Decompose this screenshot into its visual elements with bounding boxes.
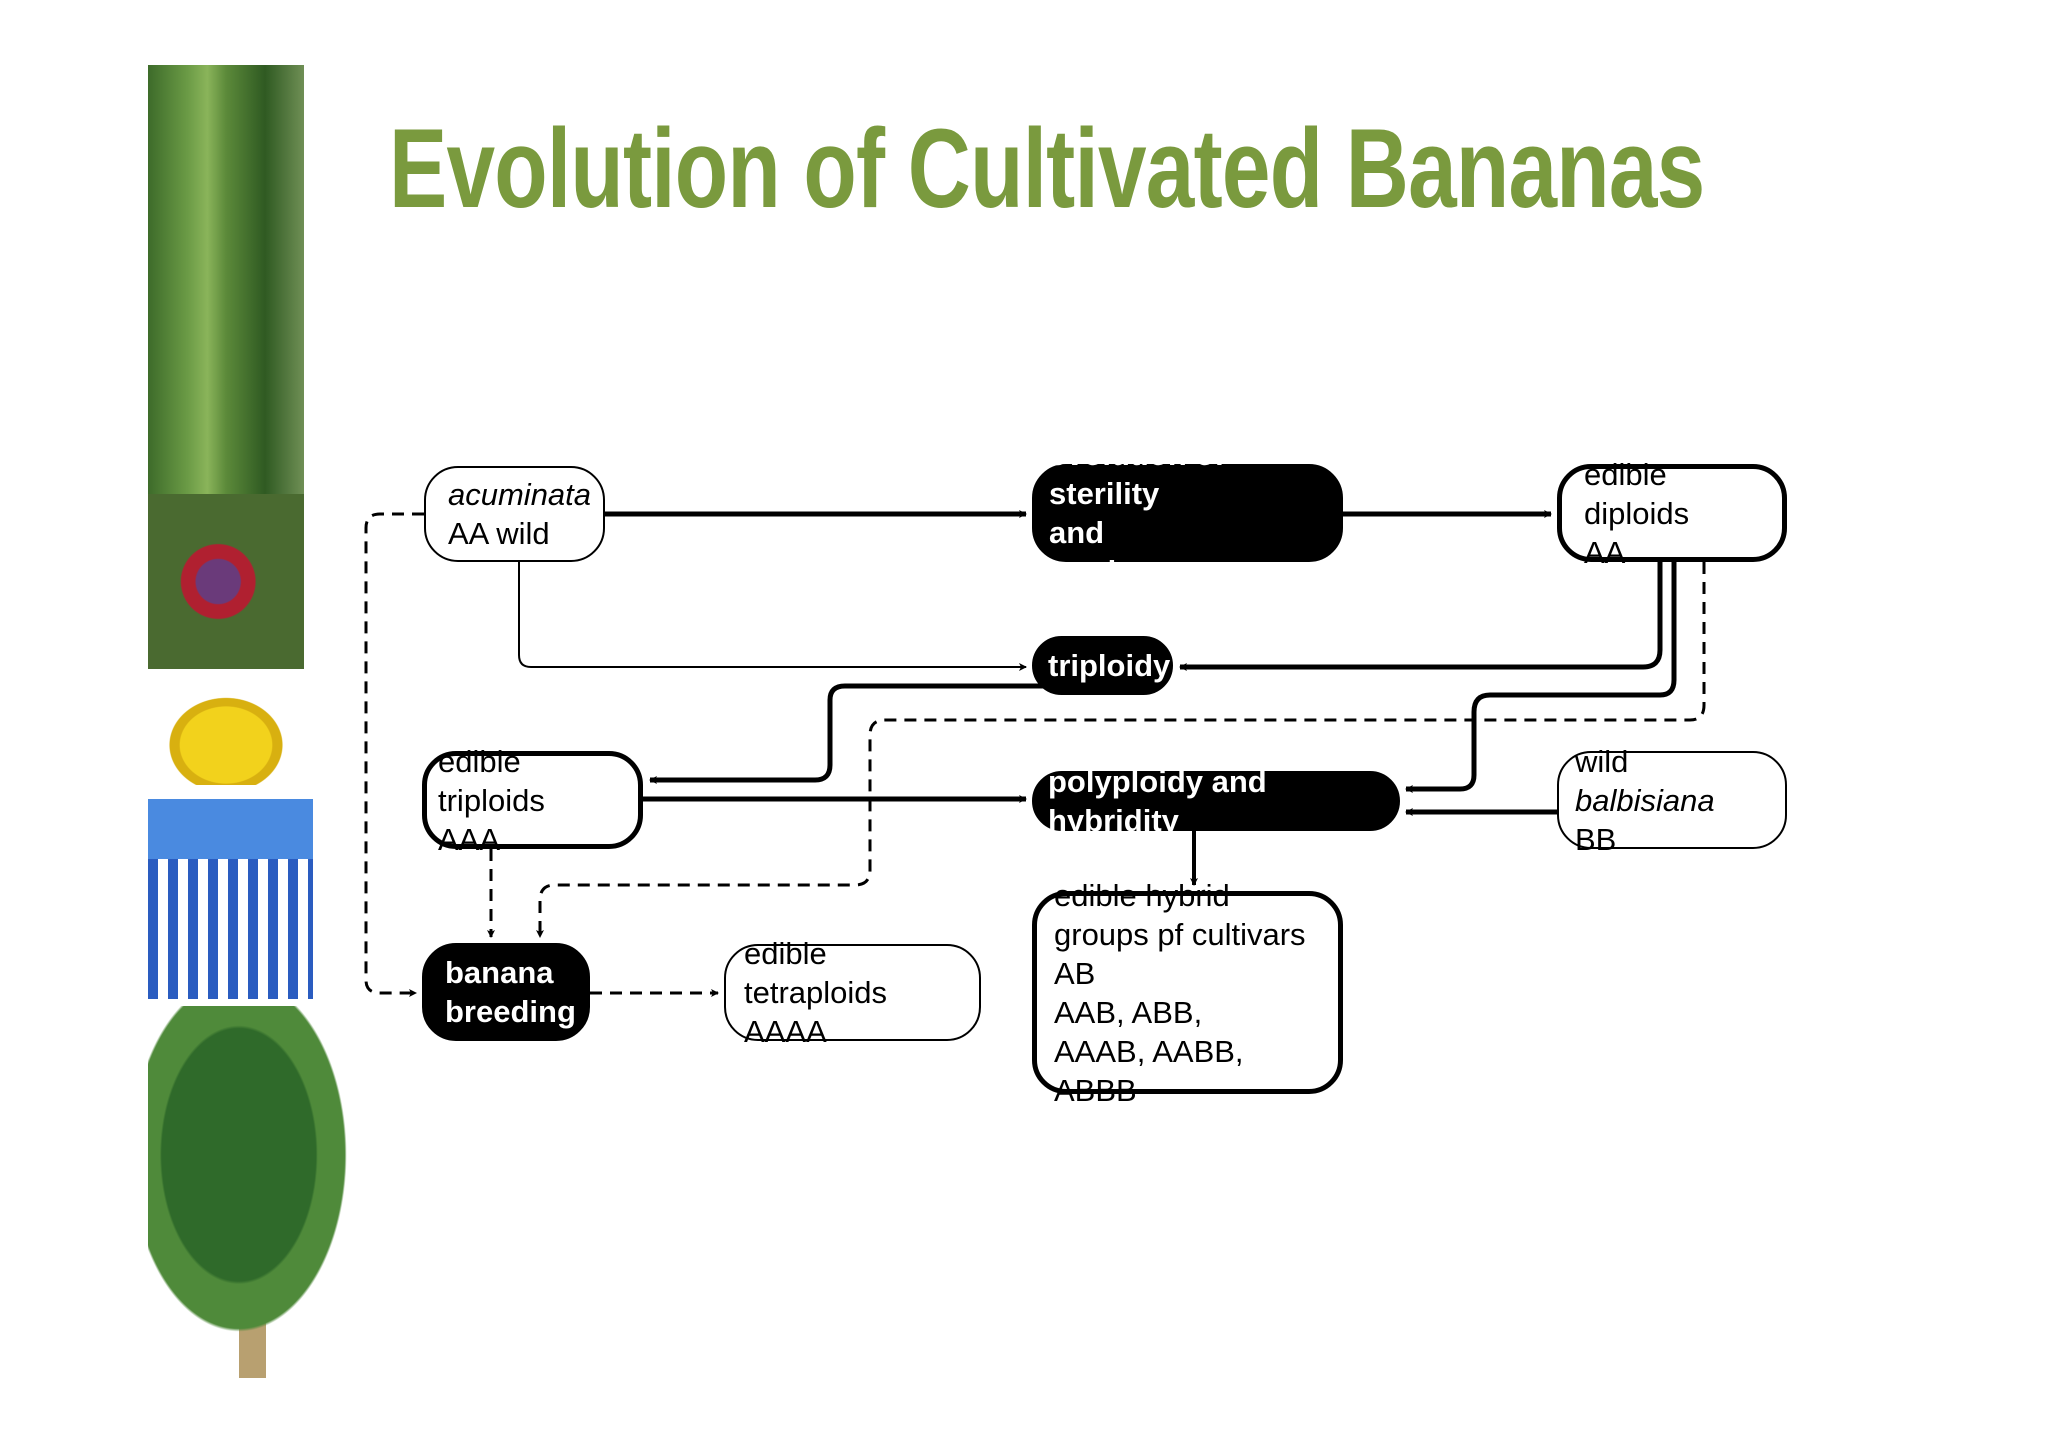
node-balbisiana-genome: BB <box>1575 821 1617 857</box>
node-hybrid-line: AB <box>1054 955 1096 991</box>
page-title: Evolution of Cultivated Bananas <box>389 106 1705 231</box>
node-balbisiana-species: balbisiana <box>1575 782 1715 818</box>
node-evolution-line1: evolution of sterility <box>1049 437 1225 511</box>
banana-tree-image <box>148 1006 375 1378</box>
node-edible-tetraploids: edible tetraploids AAAA <box>724 936 981 1049</box>
node-evolution-sterility: evolution of sterility and parthenocarpy <box>1032 437 1343 589</box>
edge-triploidy-triploids <box>649 683 1045 784</box>
edge-acuminata-breeding-dashed <box>364 512 424 997</box>
banana-plant-with-bunch-image <box>148 65 304 494</box>
node-hybrid-line: AAB, ABB, <box>1054 994 1203 1030</box>
node-tetraploids-line2: AAAA <box>744 1014 827 1049</box>
node-tetraploids-line1: edible tetraploids <box>744 936 888 1010</box>
node-edible-triploids: edible triploids AAA <box>422 744 643 857</box>
edge-diploids-triploidy <box>1179 562 1663 671</box>
node-acuminata-species: acuminata <box>448 477 592 512</box>
node-triploids-line1: edible triploids <box>438 743 545 818</box>
node-breeding-line1: banana <box>445 955 554 990</box>
node-breeding-line2: breeding <box>445 994 576 1029</box>
node-hybrid-line: edible hybrid <box>1054 877 1230 913</box>
node-hybrid-line: groups pf cultivars <box>1054 916 1306 952</box>
node-polyploidy-hybridity: polyploidy and hybridity <box>1032 764 1400 838</box>
node-triploids-line2: AAA <box>438 821 501 857</box>
node-triploidy: triploidy <box>1032 636 1173 695</box>
node-banana-breeding: banana breeding <box>422 943 590 1041</box>
node-wild-balbisiana: wild balbisiana BB <box>1557 744 1787 857</box>
node-balbisiana-line1: wild balbisiana <box>1575 742 1763 820</box>
node-edible-diploids: edible diploids AA <box>1557 457 1787 570</box>
node-balbisiana-wild: wild <box>1575 743 1629 779</box>
node-diploids-line1: edible diploids <box>1584 456 1690 531</box>
node-diploids-line2: AA <box>1584 534 1626 570</box>
banana-flower-with-bird-image <box>148 494 304 669</box>
node-edible-hybrid: edible hybrid groups pf cultivars AB AAB… <box>1032 878 1343 1108</box>
edge-diploids-breeding-dashed <box>536 562 1706 938</box>
ripe-bananas-image <box>154 685 298 785</box>
edge-acuminata-triploidy <box>518 562 1027 671</box>
node-triploidy-label: triploidy <box>1048 648 1171 683</box>
node-evolution-line2: and parthenocarpy <box>1049 515 1265 589</box>
bananas-in-pyjamas-image <box>148 799 313 999</box>
node-acuminata: acuminata AA wild <box>424 466 605 562</box>
node-acuminata-genome: AA wild <box>448 516 550 551</box>
node-polyploidy-label: polyploidy and hybridity <box>1048 764 1267 838</box>
edge-diploids-polyploidy <box>1405 562 1677 793</box>
node-hybrid-line: AAAB, AABB, ABBB <box>1054 1033 1244 1108</box>
